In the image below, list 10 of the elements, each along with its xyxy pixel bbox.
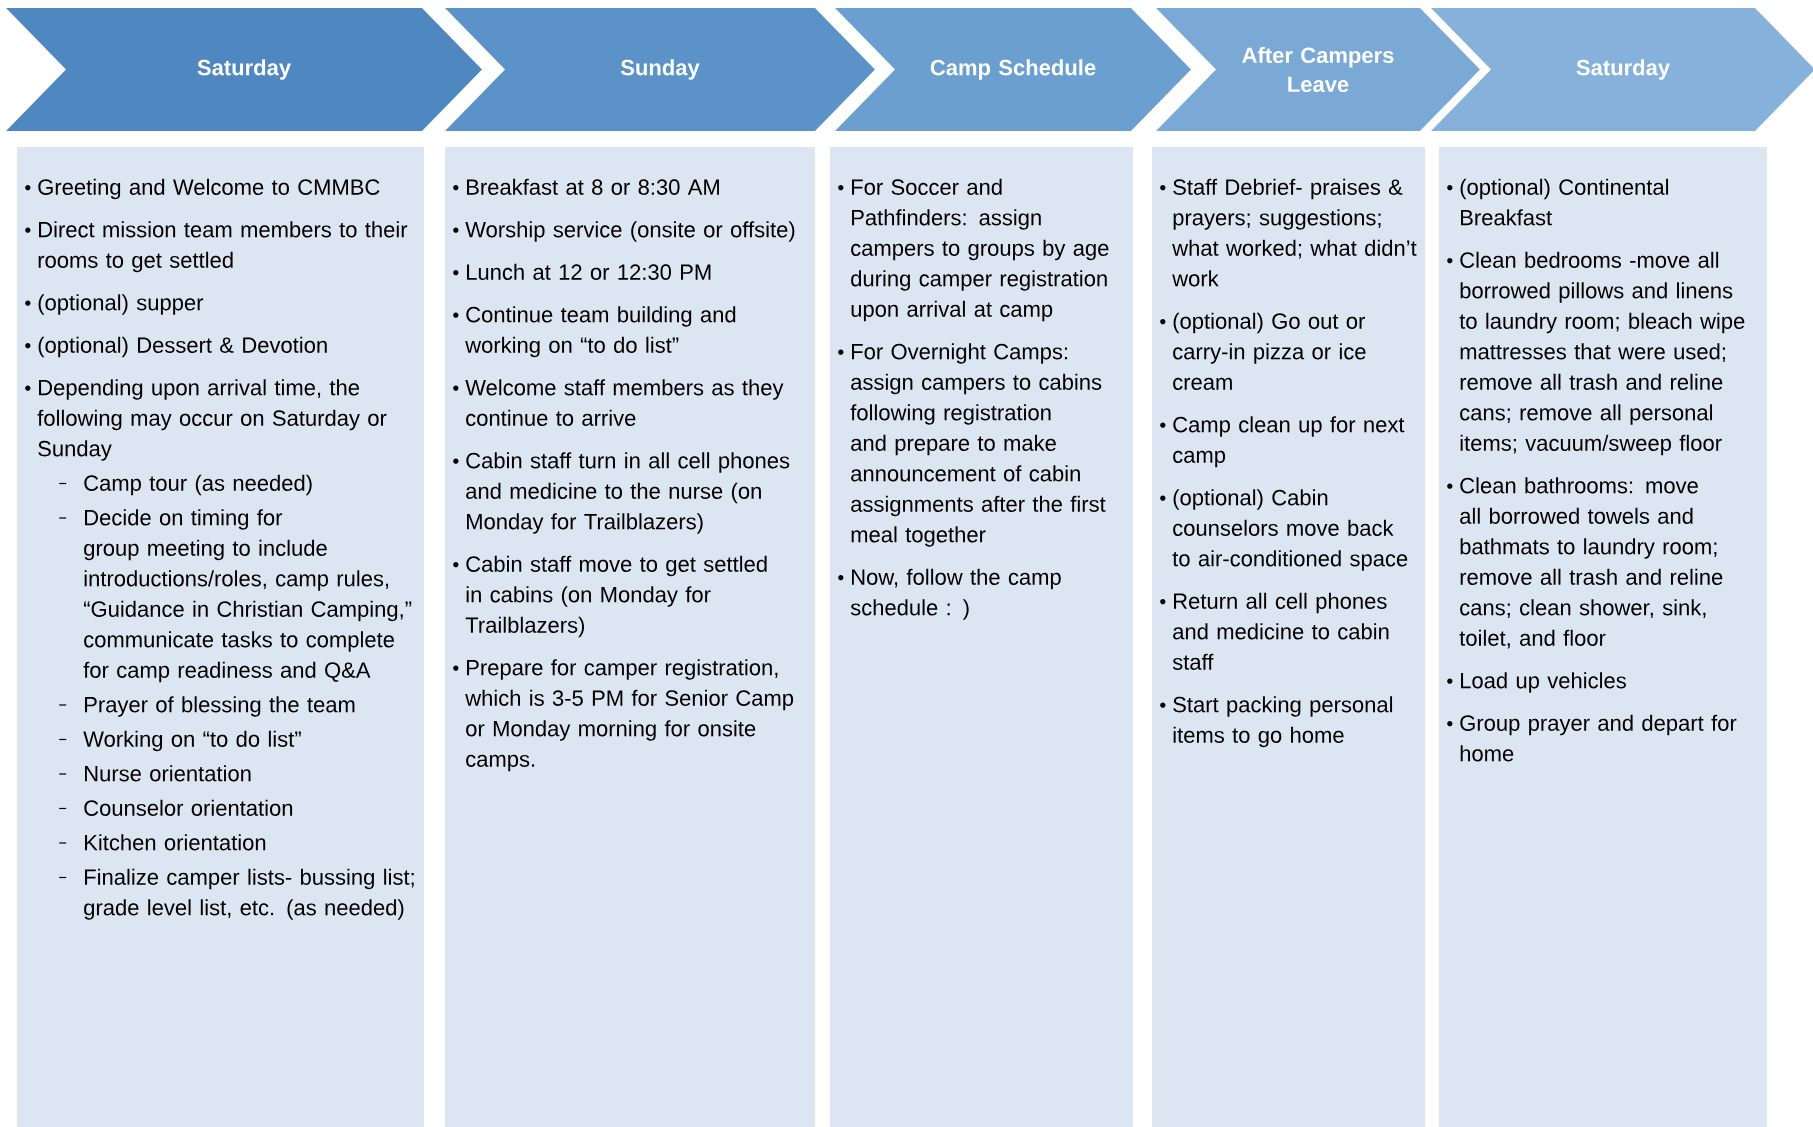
step-header: Saturday: [1431, 8, 1813, 131]
step-header: Sunday: [445, 8, 875, 131]
text-panel: Breakfast at 8 or 8:30 AM Worship service (onsite or offsite) Lunch at 12 or 12:30 PM Continue team building and working on “to do list” Welcome staff members as they continue to arrive Cabin staff turn in all cell phones and medicine to the nurse (on Monday for Trailblazers) Cabin staff move to get settled in cabins (on Monday for Trailblazers) Prepare for camper registration, which is 3-5 PM for Senior Camp or Monday morning for onsite camps.: [445, 147, 815, 1127]
step-header: After Campers Leave: [1156, 8, 1480, 131]
text-panel: Staff Debrief- praises & prayers; suggestions; what worked; what didn’t work (optional) Go out or carry-in pizza or ice cream Camp clean up for next camp (optional) Cabin counselors move back to air-conditioned space Return all cell phones and medicine to cabin staff Start packing personal items to go home: [1152, 147, 1425, 1127]
text-panel: (optional) Continental Breakfast Clean bedrooms -move all borrowed pillows and linens to laundry room; bleach wipe mattresses that were used; remove all trash and reline cans; remove all personal items; vacuum/sweep floor Clean bathrooms: move all borrowed towels and bathmats to laundry room; remove all trash and reline cans; clean shower, sink, toilet, and floor Load up vehicles Group prayer and depart for home: [1439, 147, 1767, 1127]
text-panel: For Soccer and Pathfinders: assign campers to groups by age during camper registration upon arrival at camp For Overnight Camps: assign campers to cabins following registration and prepare to make announcement of cabin assignments after the first meal together Now, follow the camp schedule : ): [830, 147, 1133, 1127]
step-header: Saturday: [6, 8, 482, 131]
text-panel: Greeting and Welcome to CMMBC Direct mission team members to their rooms to get settled (optional) supper (optional) Dessert & Devotion Depending upon arrival time, the following may occur on Saturday or Sunday Camp tour (as needed) Decide on timing for group meeting to include introductions/roles, camp rules, “Guidance in Christian Camping,” communicate tasks to complete for camp readiness and Q&A Prayer of blessing the team Working on “to do list” Nurse orientation Counselor orientation Kitchen orientation Finalize camper lists- bussing list; grade level list, etc. (as needed): [17, 147, 424, 1127]
step-header: Camp Schedule: [835, 8, 1191, 131]
